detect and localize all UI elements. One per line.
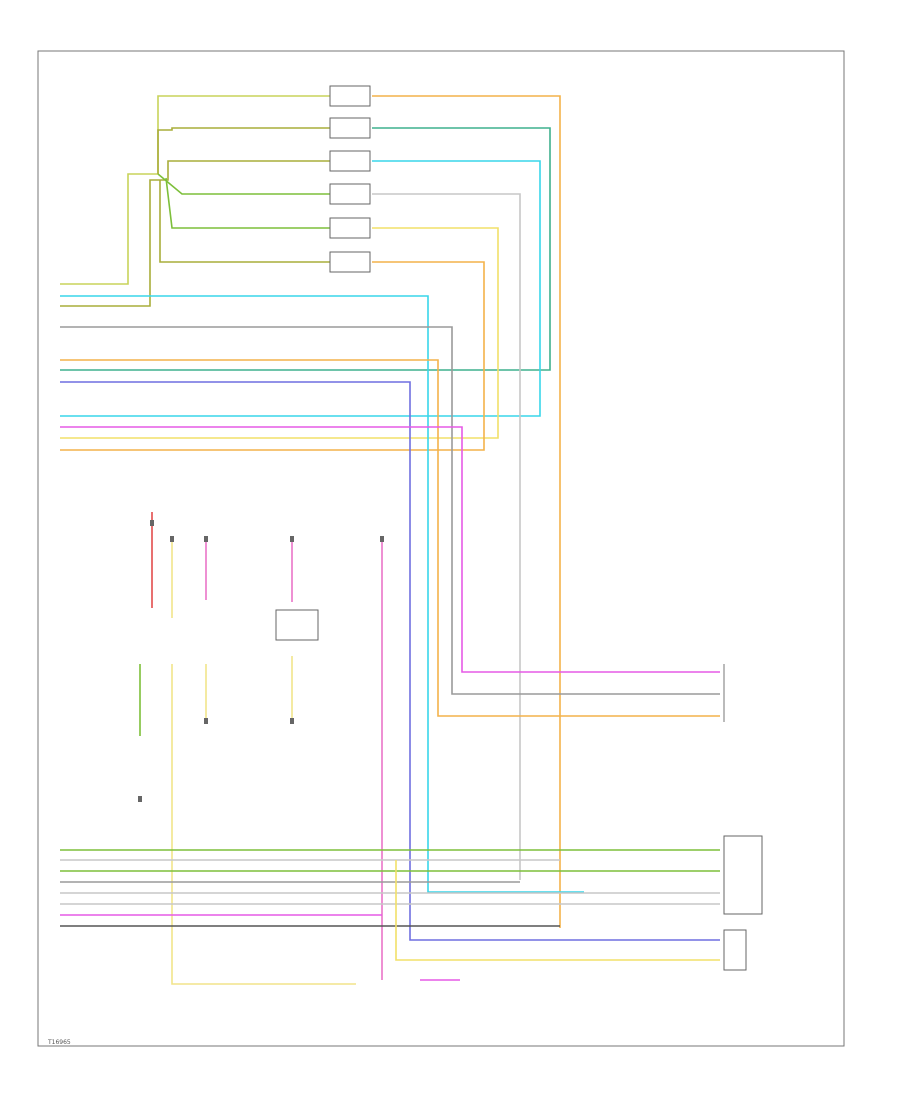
pin-stub [138,796,142,802]
components [275,609,763,971]
pin-stub [204,718,208,724]
wire-inj5-out [60,227,499,439]
injector-stack [329,85,371,273]
diagram-frame [37,50,845,1047]
pin-stub [204,536,208,542]
injector-5-box [329,217,371,239]
wire-injector-6 [159,180,330,263]
pin-stub [170,536,174,542]
wire-tan-drop-b [171,664,356,985]
sensor-module-box [275,609,319,641]
wire-pcm-gray [60,326,720,695]
wire-injector-2 [157,127,330,174]
injector-4-box [329,183,371,205]
wire-inj3-out [60,160,541,417]
wire-inj1-out [372,95,561,928]
pin-stub [150,520,154,526]
tcm-box [723,835,763,915]
wire-pcm-cyan-long [60,295,584,893]
wire-pcm-orange [60,359,720,717]
wire-inj6-out [60,261,485,451]
injector-3-box [329,150,371,172]
wire-injector-5 [165,177,330,229]
injector-1-box [329,85,371,107]
pin-stub [380,536,384,542]
pin-stub [290,536,294,542]
wires [60,95,720,985]
injector-2-box [329,117,371,139]
wire-injector-1 [60,95,330,285]
speed-sensor-box [723,929,747,971]
page-code: T16965 [47,1039,71,1046]
wire-injector-3 [60,160,330,307]
pin-stub [290,718,294,724]
connector-pins [138,520,384,802]
injector-6-box [329,251,371,273]
wire-inj2-out [60,127,551,371]
wire-bottom-yellow [395,860,720,961]
wire-injector-4 [157,173,330,195]
wire-pcm-magenta [60,426,720,673]
wire-pcm-blue [60,381,720,941]
wire-inj4-out [372,193,521,880]
